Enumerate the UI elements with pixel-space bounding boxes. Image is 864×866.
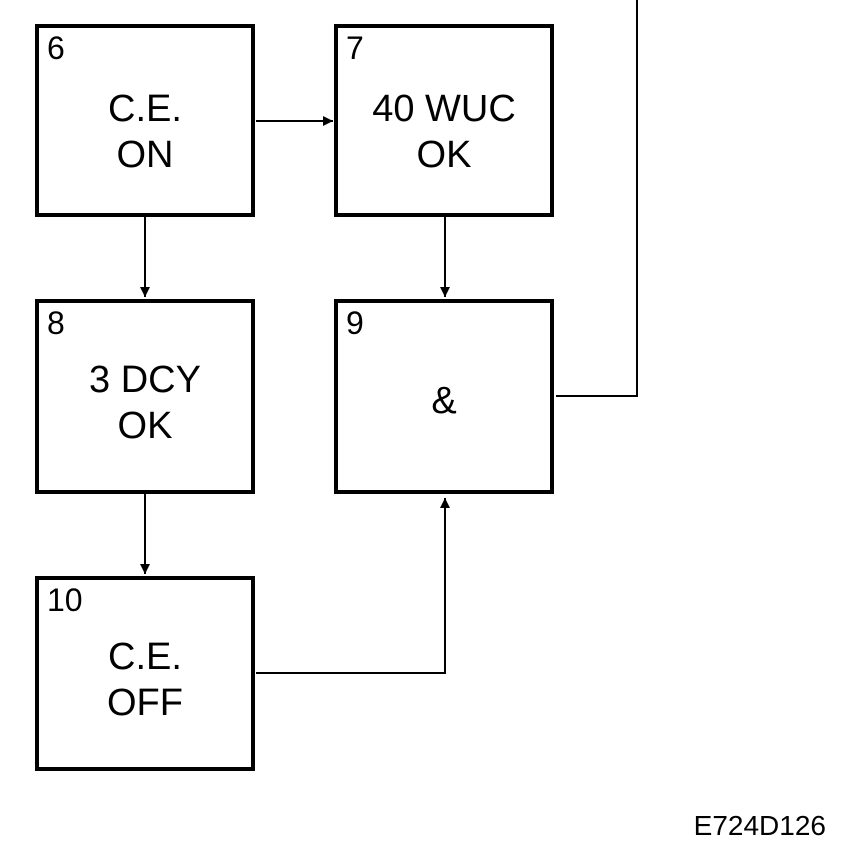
block-label-line: &: [431, 380, 457, 422]
figure-id: E724D126: [693, 810, 826, 841]
block-label-line: C.E.: [108, 636, 182, 678]
block-8: 8 3 DCY OK: [35, 299, 255, 494]
block-label: 40 WUC OK: [338, 86, 550, 178]
block-label-line: C.E.: [108, 88, 182, 130]
block-label: &: [338, 378, 550, 424]
block-9: 9 &: [334, 299, 554, 494]
block-label-line: 3 DCY: [89, 359, 201, 401]
block-label: C.E. ON: [39, 86, 251, 178]
block-label: 3 DCY OK: [39, 357, 251, 449]
block-number: 10: [47, 582, 83, 618]
block-number: 7: [346, 30, 364, 66]
block-label-line: 40 WUC: [372, 88, 516, 130]
line-9-output: [556, 0, 638, 397]
block-label: C.E. OFF: [39, 634, 251, 726]
block-number: 6: [47, 30, 65, 66]
block-6: 6 C.E. ON: [35, 24, 255, 217]
arrow-10-to-9: [256, 498, 450, 674]
block-10: 10 C.E. OFF: [35, 576, 255, 771]
block-7: 7 40 WUC OK: [334, 24, 554, 217]
block-number: 9: [346, 305, 364, 341]
block-label-line: OFF: [107, 682, 183, 724]
block-label-line: ON: [116, 134, 174, 176]
block-label-line: OK: [416, 134, 472, 176]
block-label-line: OK: [117, 405, 173, 447]
block-number: 8: [47, 305, 65, 341]
